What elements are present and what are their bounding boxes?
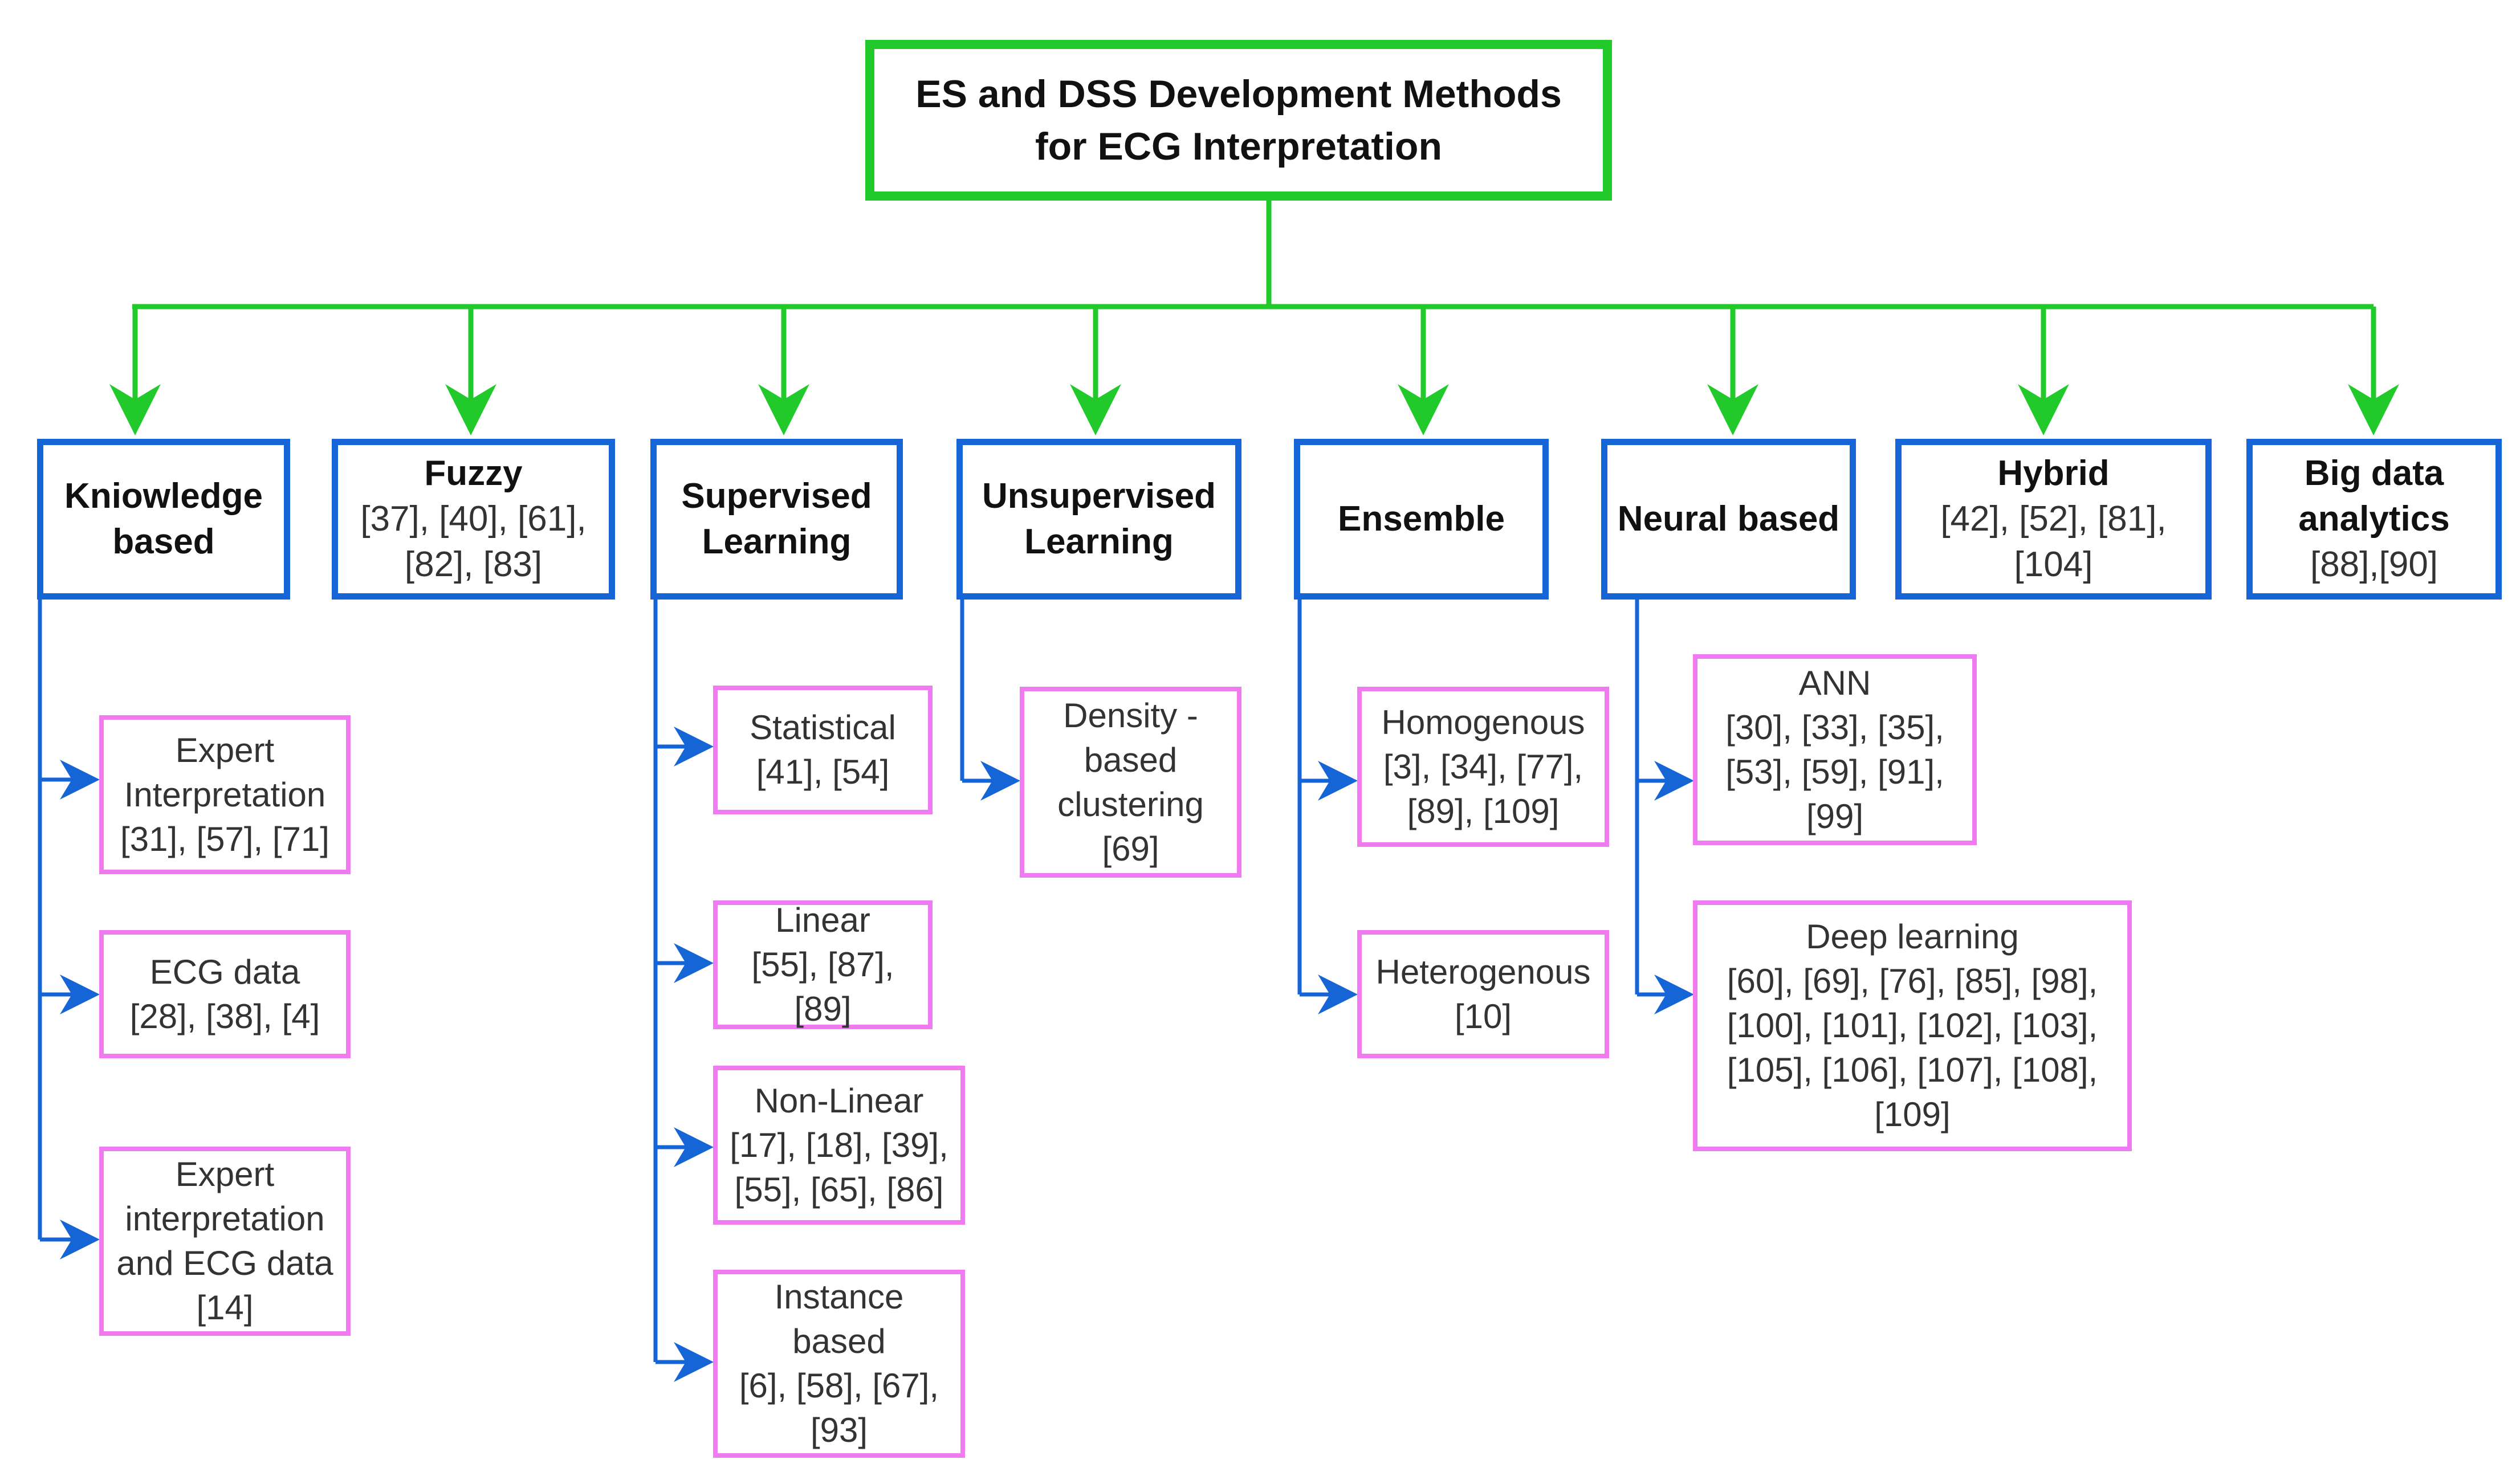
category-refs-line: [104] <box>2014 545 2093 584</box>
category-refs-line: [82], [83] <box>404 545 543 584</box>
root-title-line-1: ES and DSS Development Methods <box>915 72 1562 116</box>
sub-line: [105], [106], [107], [108], <box>1727 1051 2098 1089</box>
sub-line: [6], [58], [67], <box>739 1367 939 1405</box>
sub-line: [99] <box>1806 797 1864 835</box>
sub-line: [100], [101], [102], [103], <box>1727 1006 2098 1045</box>
sub-homogenous: Homogenous [3], [34], [77], [89], [109] <box>1357 687 1609 847</box>
category-title-line: Learning <box>1024 522 1174 561</box>
sub-line: [60], [69], [76], [85], [98], <box>1727 962 2098 1000</box>
sub-line: interpretation <box>125 1200 325 1238</box>
sub-line: [14] <box>196 1289 254 1327</box>
sub-line: [10] <box>1454 997 1512 1035</box>
sub-line: Density - <box>1063 696 1198 735</box>
category-title-line: Unsupervised <box>982 476 1216 516</box>
category-ensemble: Ensemble <box>1294 439 1549 600</box>
category-neural-based: Neural based <box>1601 439 1856 600</box>
category-refs-line: [88],[90] <box>2310 545 2438 584</box>
sub-ann: ANN [30], [33], [35], [53], [59], [91], … <box>1693 654 1977 845</box>
sub-line: [89] <box>794 990 852 1028</box>
sub-line: [55], [87], <box>751 945 894 984</box>
root-title-line-2: for ECG Interpretation <box>1035 125 1443 168</box>
category-fuzzy: Fuzzy [37], [40], [61], [82], [83] <box>332 439 615 600</box>
sub-line: Interpretation <box>124 775 326 814</box>
sub-line: based <box>1084 740 1178 779</box>
sub-line: [53], [59], [91], <box>1725 752 1944 791</box>
category-refs-line: [42], [52], [81], <box>1940 499 2167 539</box>
sub-line: [93] <box>810 1411 868 1449</box>
category-title-line: Fuzzy <box>424 454 523 493</box>
sub-line: Homogenous <box>1381 703 1585 741</box>
sub-ecg-data: ECG data [28], [38], [4] <box>99 930 351 1058</box>
category-big-data-analytics: Big data analytics [88],[90] <box>2246 439 2502 600</box>
category-supervised-learning: Supervised Learning <box>650 439 903 600</box>
sub-deep-learning: Deep learning [60], [69], [76], [85], [9… <box>1693 900 2132 1151</box>
sub-line: [55], [65], [86] <box>734 1170 944 1209</box>
category-hybrid: Hybrid [42], [52], [81], [104] <box>1895 439 2212 600</box>
category-title-line: Hybrid <box>1997 454 2110 493</box>
sub-non-linear: Non-Linear [17], [18], [39], [55], [65],… <box>713 1066 965 1225</box>
category-title-line: Big data <box>2304 454 2444 493</box>
sub-line: [109] <box>1874 1095 1951 1134</box>
branch-connectors <box>38 596 1694 1382</box>
sub-line: Expert <box>175 1155 275 1193</box>
category-refs-line: [37], [40], [61], <box>360 499 587 539</box>
category-title-line: Supervised <box>681 476 872 516</box>
sub-line: [69] <box>1102 829 1159 868</box>
sub-line: based <box>792 1322 886 1360</box>
root-connectors <box>109 197 2399 435</box>
sub-line: Instance <box>774 1278 904 1316</box>
category-title-line: Neural based <box>1617 499 1840 539</box>
sub-line: Non-Linear <box>754 1081 924 1120</box>
sub-line: Expert <box>175 731 275 769</box>
sub-line: [30], [33], [35], <box>1725 708 1944 747</box>
category-title-line: Ensemble <box>1338 499 1505 539</box>
sub-line: [3], [34], [77], <box>1383 747 1583 786</box>
sub-expert-interpretation-and-ecg-data: Expert interpretation and ECG data [14] <box>99 1147 351 1336</box>
category-unsupervised-learning: Unsupervised Learning <box>956 439 1241 600</box>
sub-line: Statistical <box>750 708 896 747</box>
sub-line: [28], [38], [4] <box>129 997 320 1035</box>
sub-line: [41], [54] <box>756 753 890 791</box>
category-title-line: Kniowledge <box>64 476 263 516</box>
sub-line: [89], [109] <box>1407 792 1560 830</box>
sub-line: and ECG data <box>116 1244 333 1282</box>
sub-expert-interpretation: Expert Interpretation [31], [57], [71] <box>99 715 351 874</box>
sub-line: Linear <box>775 901 870 939</box>
category-title-line: analytics <box>2298 499 2450 539</box>
sub-line: Heterogenous <box>1375 952 1591 991</box>
sub-line: clustering <box>1057 785 1204 823</box>
sub-density-based-clustering: Density - based clustering [69] <box>1020 687 1241 878</box>
root-node: ES and DSS Development Methods for ECG I… <box>865 40 1612 201</box>
sub-linear: Linear [55], [87], [89] <box>713 900 933 1029</box>
sub-statistical: Statistical [41], [54] <box>713 686 933 814</box>
sub-line: [17], [18], [39], <box>730 1126 948 1164</box>
sub-line: ANN <box>1798 663 1871 702</box>
sub-line: Deep learning <box>1806 918 2019 956</box>
sub-instance-based: Instance based [6], [58], [67], [93] <box>713 1270 965 1458</box>
sub-heterogenous: Heterogenous [10] <box>1357 930 1609 1058</box>
category-knowledge-based: Kniowledge based <box>37 439 290 600</box>
category-title-line: based <box>112 522 215 561</box>
sub-line: [31], [57], [71] <box>120 819 329 858</box>
category-title-line: Learning <box>702 522 852 561</box>
sub-line: ECG data <box>149 952 300 991</box>
